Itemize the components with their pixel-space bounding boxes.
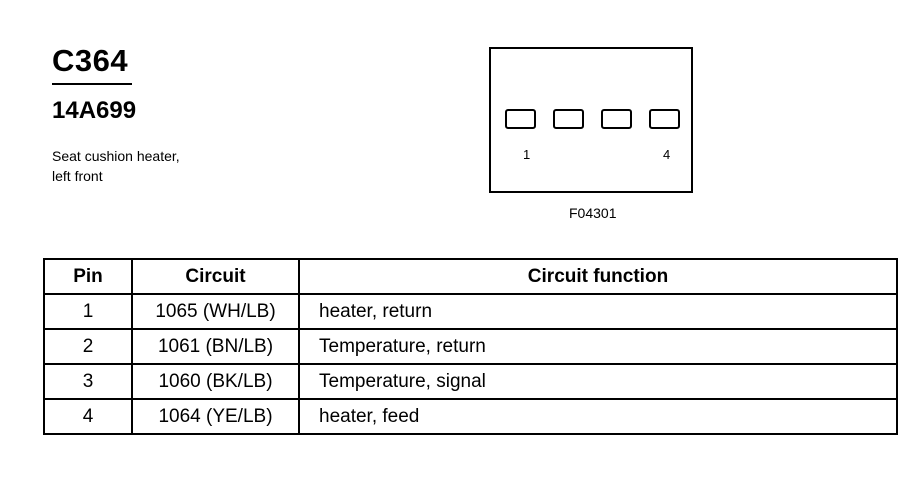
circuit-cell: 1064 (YE/LB): [131, 398, 300, 435]
connector-id-underline: [52, 83, 132, 85]
figure-id: F04301: [569, 205, 617, 221]
pin-cell: 2: [43, 328, 133, 365]
function-cell: heater, feed: [298, 398, 898, 435]
table-row: 3 1060 (BK/LB) Temperature, signal: [43, 363, 898, 400]
circuit-cell: 1060 (BK/LB): [131, 363, 300, 400]
header-circuit-function: Circuit function: [298, 258, 898, 295]
pin-cavity-3: [601, 109, 632, 129]
pin-cell: 4: [43, 398, 133, 435]
pin-table: Pin Circuit Circuit function 1 1065 (WH/…: [43, 258, 898, 435]
pin-cell: 3: [43, 363, 133, 400]
table-row: 2 1061 (BN/LB) Temperature, return: [43, 328, 898, 365]
function-cell: Temperature, signal: [298, 363, 898, 400]
description-line-1: Seat cushion heater,: [52, 148, 180, 164]
pin-cavity-4: [649, 109, 680, 129]
header-pin: Pin: [43, 258, 133, 295]
table-header-row: Pin Circuit Circuit function: [43, 258, 898, 295]
circuit-cell: 1065 (WH/LB): [131, 293, 300, 330]
function-cell: Temperature, return: [298, 328, 898, 365]
pin-label-first: 1: [523, 147, 531, 162]
pin-cavity-2: [553, 109, 584, 129]
connector-description: Seat cushion heater, left front: [52, 146, 252, 186]
table-row: 1 1065 (WH/LB) heater, return: [43, 293, 898, 330]
pin-label-last: 4: [663, 147, 671, 162]
pin-cell: 1: [43, 293, 133, 330]
header-circuit: Circuit: [131, 258, 300, 295]
function-cell: heater, return: [298, 293, 898, 330]
connector-face-diagram: 1 4: [489, 47, 693, 193]
part-number: 14A699: [52, 97, 137, 124]
circuit-cell: 1061 (BN/LB): [131, 328, 300, 365]
table-row: 4 1064 (YE/LB) heater, feed: [43, 398, 898, 435]
connector-id: C364: [52, 43, 129, 78]
pin-cavity-1: [505, 109, 536, 129]
description-line-2: left front: [52, 168, 103, 184]
